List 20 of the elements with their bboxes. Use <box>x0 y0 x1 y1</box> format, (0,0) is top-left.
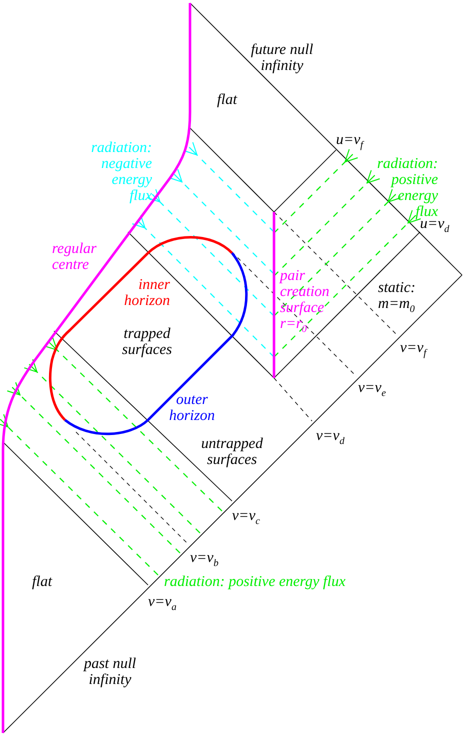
boundary-label: past null infinity <box>82 656 138 688</box>
coordinate-label: v=v$_{c}$ <box>232 508 261 529</box>
region-label: flat <box>32 574 54 590</box>
region-label: static: m=m$_{0}$ <box>378 280 416 317</box>
region-label: flat <box>217 92 238 108</box>
region-label: trapped surfaces <box>121 326 173 358</box>
coordinate-label: v=v$_{b}$ <box>190 550 220 571</box>
boundary-label: future null infinity <box>250 42 314 74</box>
region-label: untrapped surfaces <box>200 436 264 468</box>
coordinate-label: v=v$_{d}$ <box>316 428 346 449</box>
surface-label: pair creation surface r=r$_{0}$ <box>280 268 330 337</box>
coordinate-label: u=v$_{f}$ <box>336 132 366 153</box>
coordinate-label: v=v$_{e}$ <box>358 380 387 401</box>
boundary-label: regular centre <box>52 241 98 273</box>
radiation-label: radiation: negative energy flux <box>90 140 152 204</box>
radiation-label: radiation: positive energy flux <box>164 574 346 590</box>
coordinate-label: v=v$_{a}$ <box>148 594 178 615</box>
horizon-label: inner horizon <box>123 277 170 309</box>
horizon-label: outer horizon <box>168 392 216 424</box>
coordinate-label: v=v$_{f}$ <box>400 340 428 361</box>
